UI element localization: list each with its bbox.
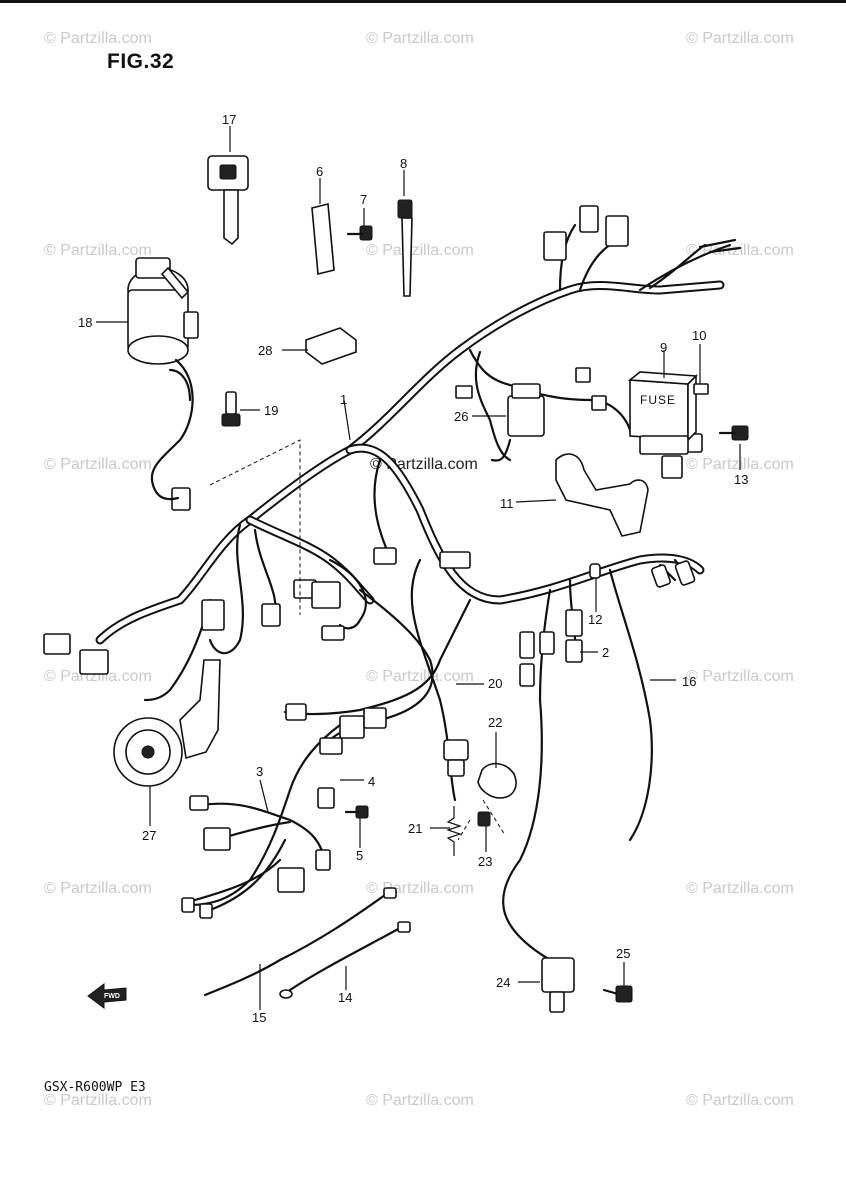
callout-label: 21 (408, 821, 422, 836)
watermark: © Partzilla.com (44, 880, 152, 897)
watermark: © Partzilla.com (686, 668, 794, 685)
ignition-switch (127, 257, 199, 501)
spring (446, 806, 462, 856)
reference-line (209, 439, 301, 615)
callout-label: 13 (734, 472, 748, 487)
callout-label: 28 (258, 343, 272, 358)
lead-wire (203, 958, 282, 997)
callout-label: 2 (602, 645, 609, 660)
neutral-switch (443, 739, 469, 777)
callout-label: 16 (682, 674, 696, 689)
watermark: © Partzilla.com (44, 456, 152, 473)
watermark: © Partzilla.com (44, 668, 152, 685)
callout-label: 9 (660, 340, 667, 355)
bolt (221, 391, 241, 427)
cable-tie (397, 199, 413, 297)
screw (346, 225, 373, 241)
horn (113, 659, 221, 787)
callout-label: 6 (316, 164, 323, 179)
callout-label: 19 (264, 403, 278, 418)
callout-label: 8 (400, 156, 407, 171)
ignition-key (207, 155, 249, 246)
callout-label: 3 (256, 764, 263, 779)
relay (490, 383, 545, 462)
callout-label: 27 (142, 828, 156, 843)
figure-title: FIG.32 (107, 50, 175, 73)
fuse-box: FUSE (627, 371, 698, 455)
callout-label: 4 (368, 774, 375, 789)
watermark: © Partzilla.com (366, 1092, 474, 1109)
lead-terminal (383, 887, 397, 899)
callout-label: 20 (488, 676, 502, 691)
callout-label: 7 (360, 192, 367, 207)
bolt (718, 425, 749, 441)
watermark: © Partzilla.com (44, 30, 152, 47)
lead-wire (278, 893, 387, 962)
reference-line (457, 799, 506, 841)
callout-label: 24 (496, 975, 510, 990)
callout-label: 12 (588, 612, 602, 627)
top-border (0, 0, 846, 3)
callout-label: 17 (222, 112, 236, 127)
bolt (602, 985, 633, 1003)
svg-text:FWD: FWD (104, 993, 120, 1000)
watermark: © Partzilla.com (44, 242, 152, 259)
fuse (693, 383, 709, 395)
forward-arrow-icon: FWD (87, 983, 127, 1009)
cushion-pad (305, 327, 357, 365)
callout-label: 15 (252, 1010, 266, 1025)
screw (344, 805, 369, 819)
clip (317, 787, 335, 809)
wire-clamp (311, 202, 335, 276)
bulb (589, 563, 601, 579)
watermark: © Partzilla.com (686, 242, 794, 259)
watermark: © Partzilla.com (44, 1092, 152, 1109)
watermark: © Partzilla.com (366, 242, 474, 259)
callout-label: 25 (616, 946, 630, 961)
fuse-box-bracket (555, 453, 649, 537)
switch-cover (477, 762, 517, 799)
callout-label: 22 (488, 715, 502, 730)
sub-harness (181, 795, 331, 919)
callout-label: 18 (78, 315, 92, 330)
watermark: © Partzilla.com (686, 30, 794, 47)
callout-label: 11 (500, 496, 514, 511)
watermark: © Partzilla.com (686, 880, 794, 897)
watermark: © Partzilla.com (366, 30, 474, 47)
leader-lines (96, 126, 741, 1010)
watermark: © Partzilla.com (366, 668, 474, 685)
callout-label: 1 (340, 392, 347, 407)
callout-label: 23 (478, 854, 492, 869)
lead-terminal (397, 921, 411, 933)
lead-wire (288, 926, 402, 992)
model-code: GSX-R600WP E3 (44, 1080, 146, 1095)
ring-terminal (279, 989, 293, 999)
callout-label: 10 (692, 328, 706, 343)
screw (477, 811, 491, 827)
callout-label: 5 (356, 848, 363, 863)
callout-label: 26 (454, 409, 468, 424)
sensor (541, 957, 575, 1013)
watermark: © Partzilla.com (686, 1092, 794, 1109)
callout-label: 14 (338, 990, 352, 1005)
fuse-label: FUSE (640, 393, 676, 407)
